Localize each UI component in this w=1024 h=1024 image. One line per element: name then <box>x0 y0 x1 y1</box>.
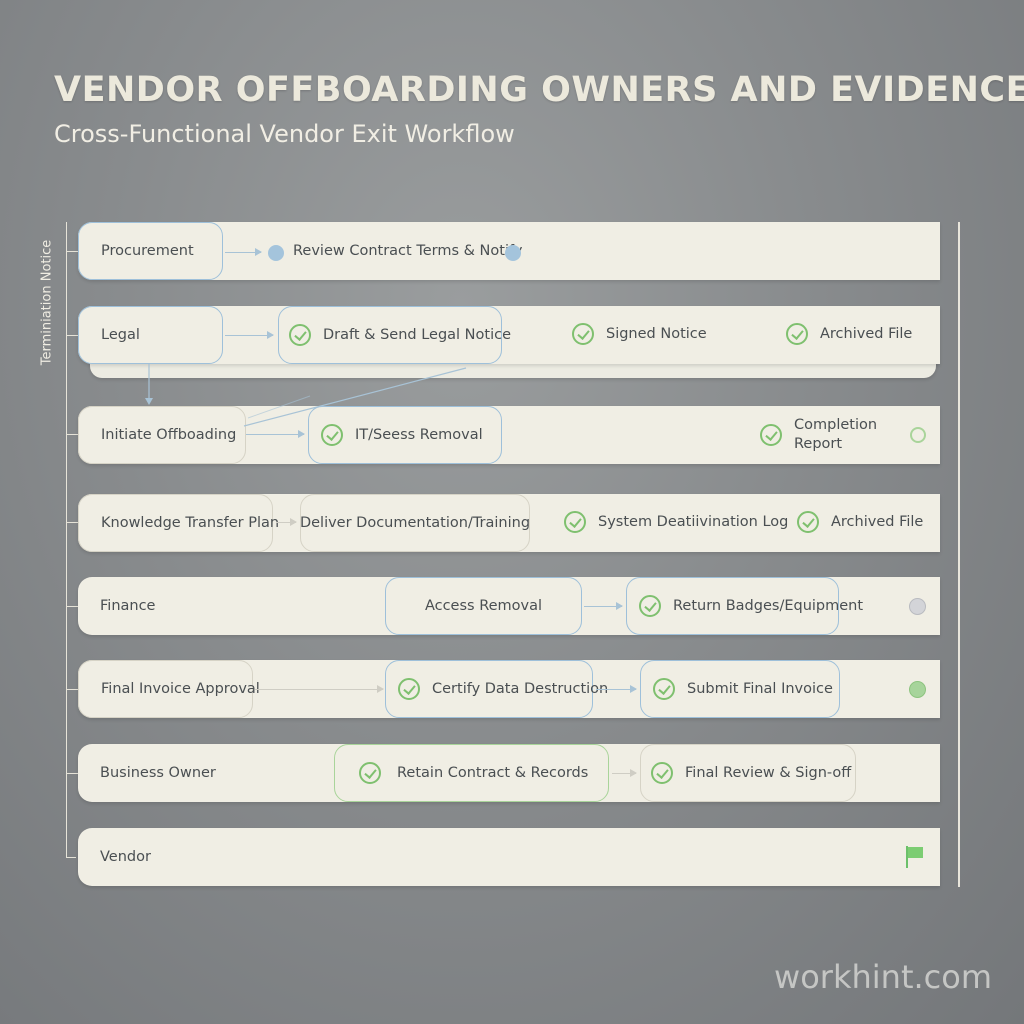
step-retain-contract[interactable]: Retain Contract & Records <box>334 744 609 802</box>
spine-tick <box>66 335 78 336</box>
owner-label: Vendor <box>100 849 151 865</box>
check-circle-icon <box>786 323 808 345</box>
evidence-label-line2: Report <box>794 436 843 452</box>
check-circle-icon <box>572 323 594 345</box>
owner-label: Business Owner <box>100 765 216 781</box>
check-circle-icon <box>797 511 819 533</box>
flag-icon <box>906 846 924 868</box>
check-circle-icon <box>760 424 782 446</box>
timeline-spine-end <box>66 857 76 858</box>
owner-vendor[interactable]: Vendor <box>78 828 223 886</box>
evidence-text: Completion Report <box>794 416 877 454</box>
evidence-signed-notice[interactable]: Signed Notice <box>572 323 707 345</box>
status-dot-icon <box>910 427 926 443</box>
spine-tick <box>66 606 78 607</box>
flow-arrow <box>255 685 384 693</box>
step-review-contract[interactable]: Review Contract Terms & Notify <box>293 243 522 259</box>
evidence-label: Archived File <box>820 326 913 342</box>
step-label: IT/Seess Removal <box>355 427 483 443</box>
owner-initiate-offboarding[interactable]: Initiate Offboading <box>78 406 246 464</box>
check-circle-icon <box>564 511 586 533</box>
owner-finance[interactable]: Finance <box>78 577 223 635</box>
step-draft-legal-notice[interactable]: Draft & Send Legal Notice <box>278 306 511 364</box>
owner-label: Initiate Offboading <box>101 427 237 443</box>
owner-knowledge-transfer[interactable]: Knowledge Transfer Plan <box>78 494 279 552</box>
flow-arrow <box>276 518 297 526</box>
check-circle-icon <box>398 678 420 700</box>
owner-label: Knowledge Transfer Plan <box>101 515 280 531</box>
evidence-system-log[interactable]: System Deatiivination Log <box>564 511 788 533</box>
check-circle-icon <box>639 595 661 617</box>
evidence-completion-report[interactable]: Completion Report <box>760 416 877 454</box>
owner-procurement[interactable]: Procurement <box>78 222 223 280</box>
step-access-removal[interactable]: Access Removal <box>385 577 582 635</box>
flow-arrow <box>225 248 262 256</box>
spine-tick <box>66 434 78 435</box>
evidence-label: Archived File <box>831 514 924 530</box>
evidence-label-line1: Completion <box>794 417 878 433</box>
page-title: VENDOR OFFBOARDING OWNERS AND EVIDENCE <box>54 70 1024 110</box>
page-subtitle: Cross-Functional Vendor Exit Workflow <box>54 120 515 148</box>
step-label: Deliver Documentation/Training <box>299 515 531 531</box>
step-return-badges[interactable]: Return Badges/Equipment <box>626 577 863 635</box>
timeline-spine <box>66 222 67 858</box>
check-circle-icon <box>289 324 311 346</box>
step-label: Certify Data Destruction <box>432 681 609 697</box>
check-circle-icon <box>321 424 343 446</box>
step-certify-data-destruction[interactable]: Certify Data Destruction <box>385 660 608 718</box>
step-label: Retain Contract & Records <box>397 765 589 781</box>
evidence-label: Signed Notice <box>606 326 707 342</box>
step-label: Return Badges/Equipment <box>673 598 864 614</box>
right-rail <box>958 222 960 887</box>
flow-arrow <box>612 769 637 777</box>
flag-cloth <box>908 847 923 858</box>
watermark: workhint.com <box>774 958 992 996</box>
check-circle-icon <box>651 762 673 784</box>
start-dot-icon <box>268 245 284 261</box>
step-label: Review Contract Terms & Notify <box>293 243 523 259</box>
lane-vendor <box>78 828 940 886</box>
connector-arrowhead <box>145 398 153 405</box>
evidence-label: System Deatiivination Log <box>598 514 789 530</box>
step-deliver-documentation[interactable]: Deliver Documentation/Training <box>300 494 530 552</box>
check-circle-icon <box>359 762 381 784</box>
step-label: Draft & Send Legal Notice <box>323 327 511 343</box>
evidence-archived-file[interactable]: Archived File <box>786 323 912 345</box>
side-label: Terminiation Notice <box>39 239 55 366</box>
step-label: Submit Final Invoice <box>687 681 833 697</box>
owner-final-invoice-approval[interactable]: Final Invoice Approval <box>78 660 260 718</box>
spine-tick <box>66 251 78 252</box>
owner-business-owner[interactable]: Business Owner <box>78 744 238 802</box>
step-label: Final Review & Sign-off <box>685 765 852 781</box>
owner-label: Legal <box>101 327 140 343</box>
owner-legal[interactable]: Legal <box>78 306 223 364</box>
flow-arrow <box>246 430 305 438</box>
spine-tick <box>66 522 78 523</box>
step-label: Access Removal <box>424 598 543 614</box>
flow-arrow <box>596 685 637 693</box>
check-circle-icon <box>653 678 675 700</box>
flag-pole <box>906 846 908 868</box>
step-final-review[interactable]: Final Review & Sign-off <box>640 744 856 802</box>
step-submit-final-invoice[interactable]: Submit Final Invoice <box>640 660 840 718</box>
owner-label: Finance <box>100 598 156 614</box>
end-dot-icon <box>505 245 521 261</box>
status-dot-icon <box>909 681 926 698</box>
spine-tick <box>66 689 78 690</box>
status-dot-icon <box>909 598 926 615</box>
spine-tick <box>66 773 78 774</box>
owner-label: Final Invoice Approval <box>101 681 260 697</box>
flow-arrow <box>225 331 274 339</box>
evidence-archived-file[interactable]: Archived File <box>797 511 923 533</box>
step-it-access-removal[interactable]: IT/Seess Removal <box>308 406 502 464</box>
owner-label: Procurement <box>101 243 194 259</box>
flow-arrow <box>584 602 623 610</box>
